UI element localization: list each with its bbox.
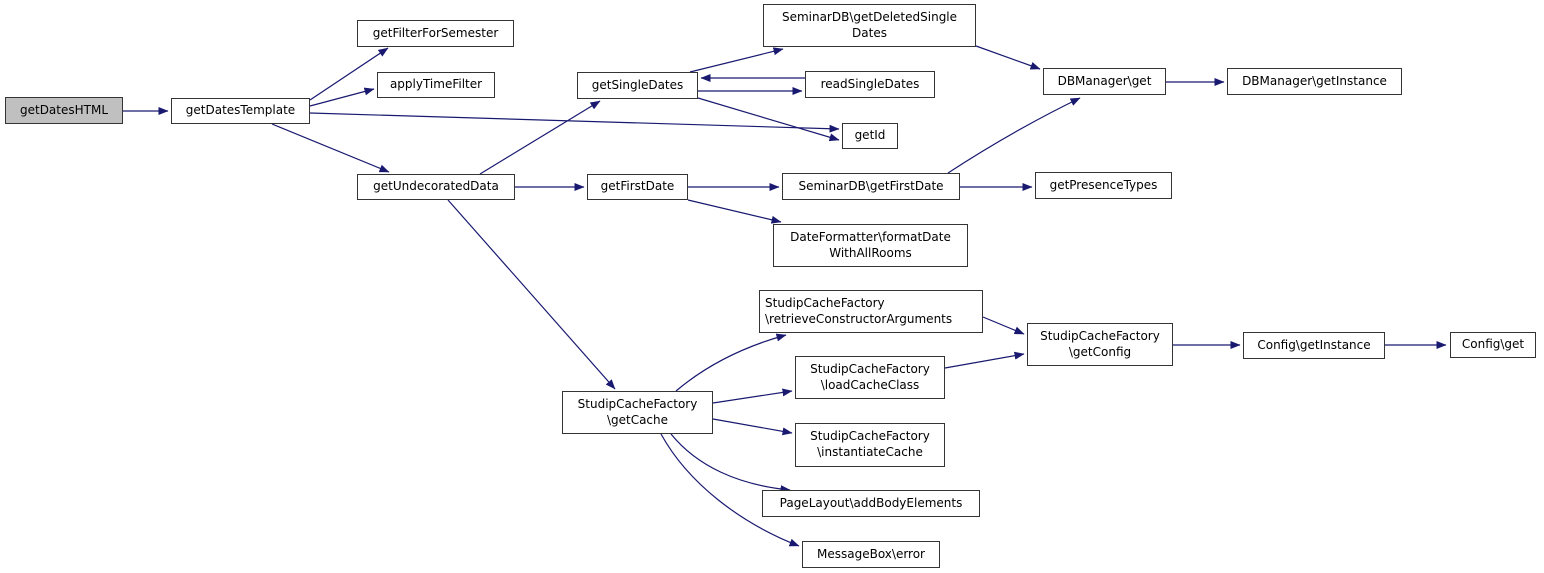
graph-node-getUndecoratedData[interactable]: getUndecoratedData xyxy=(357,174,515,200)
graph-node-MessageBox-error[interactable]: MessageBox\error xyxy=(802,541,940,568)
edge-StudipCacheFactory-retrieveConstructorArguments--StudipCacheFactory-getConfig xyxy=(982,316,1025,335)
graph-node-StudipCacheFactory-retrieveConstructorArguments[interactable]: StudipCacheFactory \retrieveConstructorA… xyxy=(759,290,983,333)
graph-node-DateFormatter-formatDateWithAllRooms[interactable]: DateFormatter\formatDate WithAllRooms xyxy=(773,224,968,267)
graph-node-Config-getInstance[interactable]: Config\getInstance xyxy=(1243,332,1385,359)
edge-StudipCacheFactory-getCache--MessageBox-error xyxy=(660,433,800,547)
graph-node-StudipCacheFactory-loadCacheClass[interactable]: StudipCacheFactory \loadCacheClass xyxy=(795,356,945,399)
graph-node-Config-get[interactable]: Config\get xyxy=(1450,332,1536,358)
edge-getDatesTemplate--getFilterForSemester xyxy=(309,47,389,101)
graph-node-applyTimeFilter[interactable]: applyTimeFilter xyxy=(377,72,495,98)
graph-node-readSingleDates[interactable]: readSingleDates xyxy=(805,71,935,98)
graph-node-getId[interactable]: getId xyxy=(842,123,898,149)
graph-node-SeminarDB-getFirstDate[interactable]: SeminarDB\getFirstDate xyxy=(782,173,960,200)
edge-getUndecoratedData--getSingleDates xyxy=(479,100,601,175)
graph-node-getDatesTemplate[interactable]: getDatesTemplate xyxy=(171,98,310,124)
graph-node-getSingleDates[interactable]: getSingleDates xyxy=(577,72,698,99)
graph-node-DBManager-getInstance[interactable]: DBManager\getInstance xyxy=(1227,68,1402,95)
edge-StudipCacheFactory-getCache--StudipCacheFactory-instantiateCache xyxy=(712,418,793,436)
edge-getDatesTemplate--applyTimeFilter xyxy=(309,87,375,107)
edge-SeminarDB-getFirstDate--DBManager-get xyxy=(947,97,1081,174)
edge-StudipCacheFactory-getCache--PageLayout-addBodyElements xyxy=(670,433,791,494)
graph-node-getFirstDate[interactable]: getFirstDate xyxy=(587,174,688,200)
graph-node-StudipCacheFactory-instantiateCache[interactable]: StudipCacheFactory \instantiateCache xyxy=(795,423,945,467)
graph-node-getFilterForSemester[interactable]: getFilterForSemester xyxy=(357,20,514,47)
edge-getSingleDates--getId xyxy=(697,97,840,142)
edges-group xyxy=(123,45,1447,547)
edge-StudipCacheFactory-getCache--StudipCacheFactory-retrieveConstructorArguments xyxy=(675,333,787,392)
graph-node-StudipCacheFactory-getCache[interactable]: StudipCacheFactory \getCache xyxy=(562,391,713,434)
edge-getDatesTemplate--getUndecoratedData xyxy=(271,123,390,173)
graph-node-StudipCacheFactory-getConfig[interactable]: StudipCacheFactory \getConfig xyxy=(1027,323,1173,366)
graph-node-DBManager-get[interactable]: DBManager\get xyxy=(1043,68,1166,95)
edge-StudipCacheFactory-loadCacheClass--StudipCacheFactory-getConfig xyxy=(944,351,1025,369)
edge-getFirstDate--DateFormatter-formatDateWithAllRooms xyxy=(687,199,782,224)
edge-StudipCacheFactory-getCache--StudipCacheFactory-loadCacheClass xyxy=(712,388,793,404)
graph-node-PageLayout-addBodyElements[interactable]: PageLayout\addBodyElements xyxy=(762,490,980,517)
edge-getDatesTemplate--getId xyxy=(309,112,840,133)
graph-node-SeminarDB-getDeletedSingleDates[interactable]: SeminarDB\getDeletedSingle Dates xyxy=(763,4,976,47)
edge-getUndecoratedData--StudipCacheFactory-getCache xyxy=(447,199,616,390)
graph-node-getPresenceTypes[interactable]: getPresenceTypes xyxy=(1035,172,1172,199)
edge-SeminarDB-getDeletedSingleDates--DBManager-get xyxy=(975,45,1041,70)
graph-node-getDatesHTML[interactable]: getDatesHTML xyxy=(5,97,123,124)
edge-getSingleDates--SeminarDB-getDeletedSingleDates xyxy=(689,47,784,73)
